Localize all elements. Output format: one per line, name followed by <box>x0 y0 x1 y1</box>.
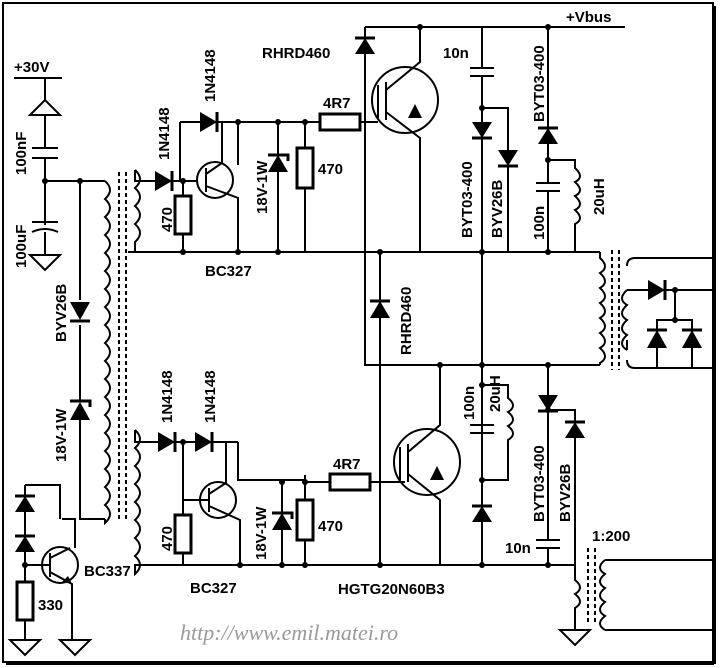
diode-icon <box>538 395 558 411</box>
power-stage <box>150 24 714 647</box>
label-20uh-bottom: 20uH <box>487 375 504 412</box>
label-rhrd460-mid: RHRD460 <box>398 287 415 355</box>
zener-icon <box>272 513 292 530</box>
resistor-470-icon <box>173 513 193 555</box>
label-10n-top: 10n <box>443 45 469 62</box>
label-bc337: BC337 <box>84 563 131 580</box>
transistor-bc327-icon <box>196 161 234 199</box>
label-1n4148-a: 1N4148 <box>156 107 173 160</box>
label-4r7-bottom: 4R7 <box>333 456 361 473</box>
diode-icon <box>70 302 90 320</box>
label-vbus: +Vbus <box>566 9 611 26</box>
ground-icon <box>557 629 593 647</box>
label-18v-bottom: 18V-1W <box>253 506 270 560</box>
label-byt03-c: BYT03-400 <box>531 445 548 522</box>
label-1n4148-d: 1N4148 <box>202 370 219 423</box>
resistor-470-icon <box>173 194 193 236</box>
diode-icon <box>195 432 212 452</box>
label-10n-bottom: 10n <box>505 540 531 557</box>
primary-driver <box>7 77 127 657</box>
diode-rhrd460-icon <box>355 38 375 54</box>
label-330: 330 <box>38 597 63 614</box>
label-igbt: HGTG20N60B3 <box>338 581 445 598</box>
resistor-470-icon <box>295 146 315 190</box>
diode-icon <box>15 536 35 552</box>
label-byt03-a: BYT03-400 <box>459 161 476 238</box>
diode-icon <box>15 496 35 512</box>
label-470-d: 470 <box>318 518 343 535</box>
label-100n-bottom: 100n <box>461 386 478 420</box>
ground-icon <box>57 639 93 657</box>
diode-icon <box>648 280 665 300</box>
zener-icon <box>268 155 288 172</box>
label-100n-top: 100n <box>531 206 548 240</box>
label-100nf: 100nF <box>13 132 30 175</box>
diode-icon <box>200 112 217 132</box>
label-100uf: 100uF <box>13 225 30 268</box>
label-bc327-top: BC327 <box>205 263 252 280</box>
ground-icon <box>27 254 63 272</box>
lower-gate-driver <box>133 429 405 577</box>
resistor-4r7-icon <box>318 112 362 132</box>
diode-icon <box>682 330 702 348</box>
label-18v-left: 18V-1W <box>53 408 70 462</box>
label-bc327-bottom: BC327 <box>190 580 237 597</box>
zener-icon <box>70 402 90 420</box>
resistor-330-icon <box>15 580 35 622</box>
label-470-c: 470 <box>159 526 176 551</box>
label-byt03-b: BYT03-400 <box>531 45 548 122</box>
diode-icon <box>155 171 172 191</box>
label-byv26b-left: BYV26B <box>53 283 70 342</box>
diode-icon <box>472 122 492 138</box>
igbt-bottom-icon <box>393 428 461 496</box>
label-byv26b-bottom: BYV26B <box>557 463 574 522</box>
label-rhrd460-top: RHRD460 <box>262 45 330 62</box>
diode-icon <box>565 422 585 438</box>
resistor-4r7-icon <box>328 472 372 492</box>
diode-icon <box>498 150 518 166</box>
diode-icon <box>647 330 667 348</box>
label-30v: +30V <box>14 59 49 76</box>
diode-rhrd460-icon <box>370 301 390 318</box>
label-ratio: 1:200 <box>592 528 630 545</box>
ground-icon <box>7 639 43 657</box>
label-470-a: 470 <box>159 207 176 232</box>
label-1n4148-c: 1N4148 <box>159 370 176 423</box>
label-1n4148-b: 1N4148 <box>202 49 219 102</box>
resistor-470-icon <box>295 498 315 542</box>
watermark-url: http://www.emil.matei.ro <box>180 620 398 645</box>
label-470-b: 470 <box>318 161 343 178</box>
label-4r7-top: 4R7 <box>323 95 351 112</box>
upper-gate-driver <box>128 27 600 255</box>
label-20uh-top: 20uH <box>591 178 608 215</box>
igbt-top-icon <box>371 66 439 134</box>
diode-icon <box>538 128 558 144</box>
label-byv26b-top: BYV26B <box>489 179 506 238</box>
diode-icon <box>472 506 492 522</box>
label-18v-top: 18V-1W <box>254 160 271 214</box>
diode-icon <box>158 432 175 452</box>
